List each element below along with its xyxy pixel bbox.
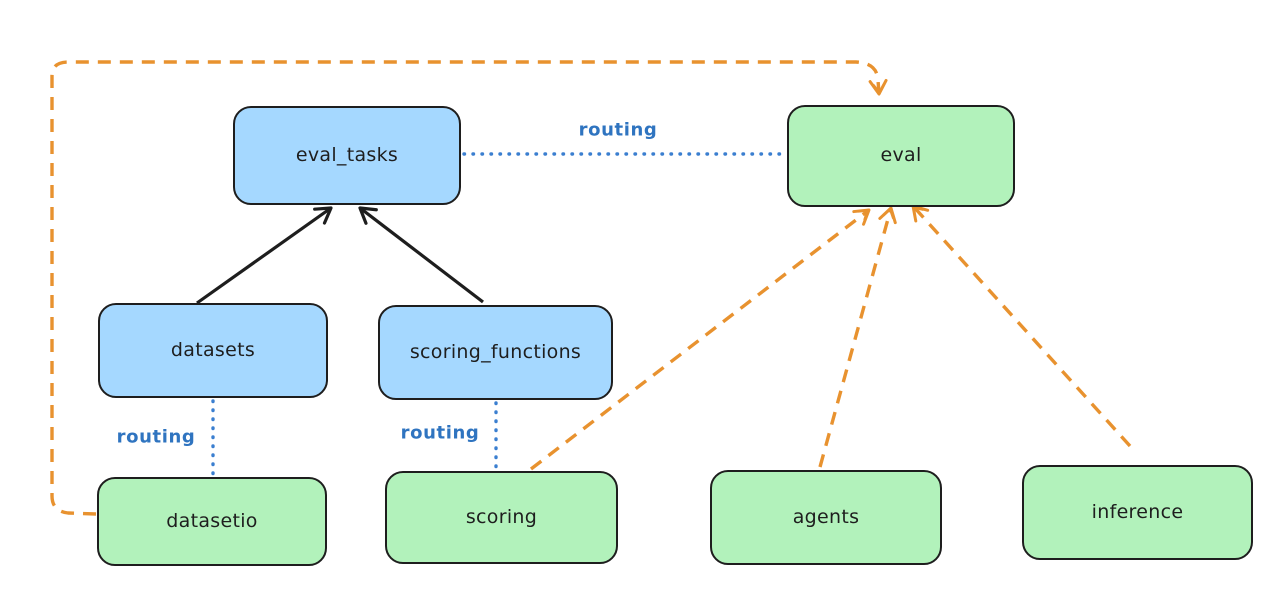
node-agents: agents [710,470,942,565]
edge-datasets-to-eval-tasks [196,206,333,305]
edge-datasetio-to-eval [50,60,888,516]
edge-scoring-functions-to-eval-tasks [358,206,484,304]
node-datasets-label: datasets [170,338,256,361]
node-eval-label: eval [880,144,922,166]
node-inference-label: inference [1091,500,1184,523]
node-agents-label: agents [792,505,860,528]
edge-label-routing-datasets-datasetio: routing [116,426,196,448]
node-datasetio-label: datasetio [166,509,258,532]
edge-agents-to-eval [818,206,897,468]
edge-scoring-to-eval [529,208,871,471]
edge-label-routing-scoring-functions-scoring: routing [400,422,480,444]
node-eval: eval [787,105,1015,207]
node-datasets: datasets [98,303,328,398]
node-datasetio: datasetio [97,477,327,566]
node-scoring-functions-label: scoring_functions [409,340,582,363]
edge-inference-to-eval [911,204,1132,448]
edge-label-routing-eval-tasks-eval: routing [578,119,658,141]
node-scoring: scoring [385,471,618,564]
node-eval-tasks-label: eval_tasks [295,143,399,166]
node-eval-tasks: eval_tasks [233,106,461,205]
node-inference: inference [1022,465,1253,560]
node-scoring-label: scoring [465,505,538,528]
node-scoring-functions: scoring_functions [378,305,613,400]
